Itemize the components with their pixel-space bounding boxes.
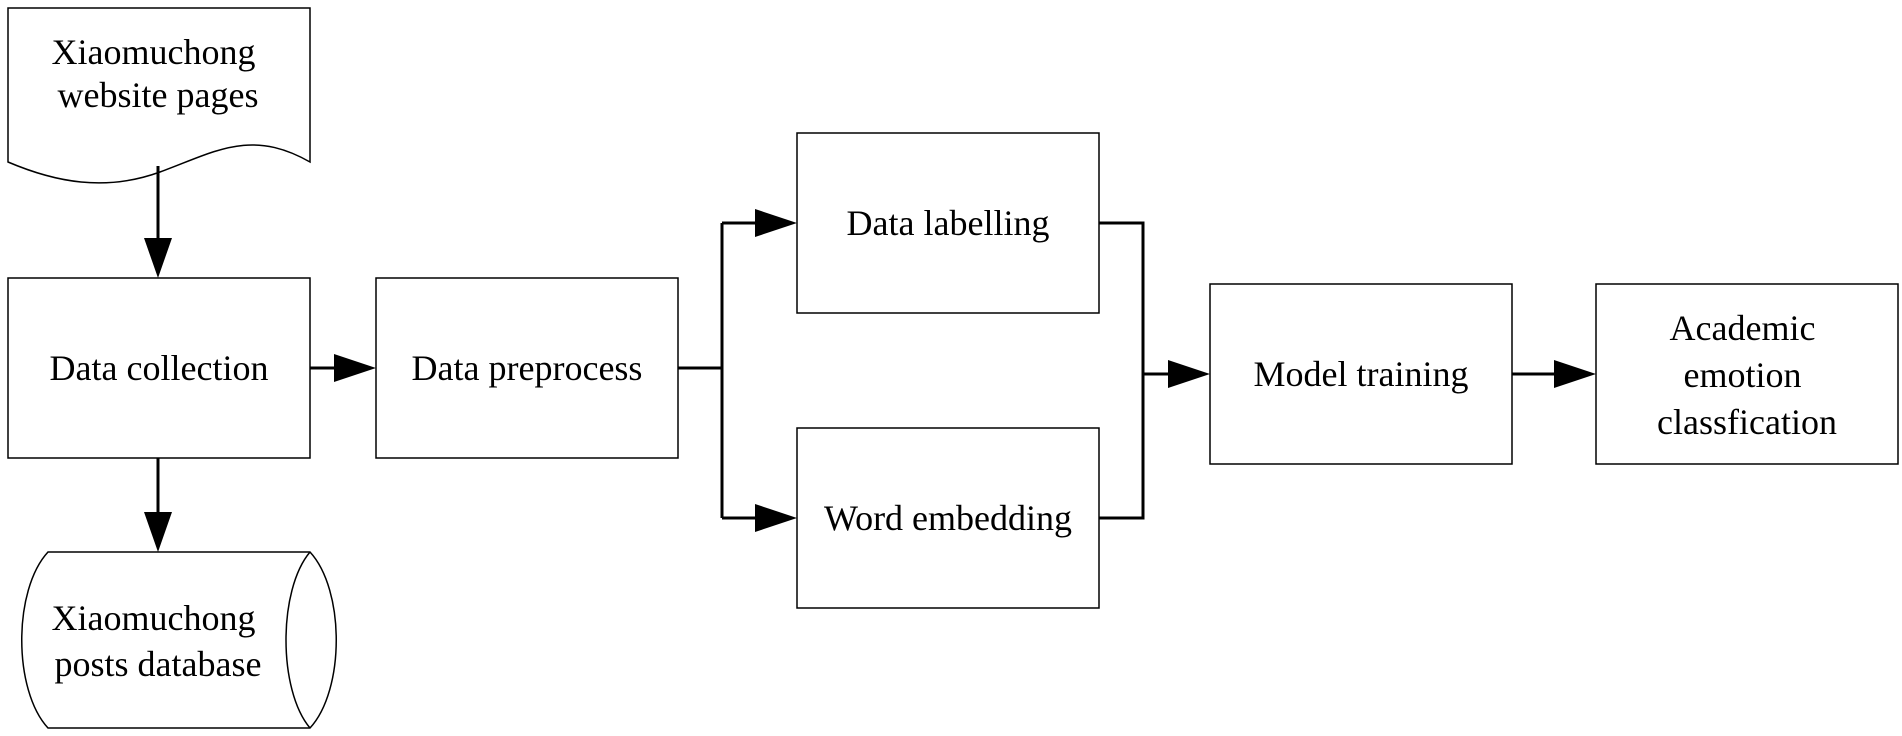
word-embedding-label-line: Word embedding	[824, 498, 1072, 538]
arrowhead-to-embedding	[755, 504, 797, 532]
model-training-box	[1209, 283, 1513, 465]
emotion-classification-label-line: emotion	[1684, 355, 1802, 395]
data-labelling-label-line: Data labelling	[847, 203, 1050, 243]
data-collection-label-line: Data collection	[50, 348, 269, 388]
data-labelling-label: Data labelling	[847, 203, 1050, 243]
arrowhead-to-classification	[1554, 360, 1596, 388]
website-pages-label-line: Xiaomuchong	[52, 32, 256, 72]
website-pages-label: Xiaomuchong website pages	[52, 32, 265, 115]
word-embedding-label: Word embedding	[824, 498, 1072, 538]
data-collection-box	[7, 277, 311, 459]
data-labelling-box	[796, 132, 1100, 314]
posts-database-label-line: Xiaomuchong	[52, 598, 256, 638]
emotion-classification-box	[1595, 283, 1899, 465]
website-pages-label-line: website pages	[58, 75, 259, 115]
arrowhead-to-labelling	[755, 209, 797, 237]
arrowhead-collection-to-database	[144, 512, 172, 552]
connector-embedding-to-merge	[1099, 374, 1145, 520]
emotion-classification-label-line: Academic	[1670, 308, 1816, 348]
word-embedding-box	[796, 427, 1100, 609]
emotion-classification-label: Academic emotion classfication	[1657, 308, 1837, 442]
connector-labelling-to-merge	[1099, 221, 1145, 374]
arrowhead-collection-to-preprocess	[334, 354, 376, 382]
arrowhead-to-training	[1168, 360, 1210, 388]
data-preprocess-label-line: Data preprocess	[412, 348, 643, 388]
posts-database-label: Xiaomuchong posts database	[52, 598, 265, 684]
data-preprocess-box	[375, 277, 679, 459]
data-collection-label: Data collection	[50, 348, 269, 388]
posts-database-shape	[21, 551, 337, 729]
data-preprocess-label: Data preprocess	[412, 348, 643, 388]
model-training-label-line: Model training	[1254, 354, 1469, 394]
arrowhead-pages-to-collection	[144, 238, 172, 278]
model-training-label: Model training	[1254, 354, 1469, 394]
posts-database-inner-curve	[285, 551, 311, 729]
website-pages-document-shape	[7, 7, 311, 184]
emotion-classification-label-line: classfication	[1657, 402, 1837, 442]
posts-database-label-line: posts database	[55, 644, 262, 684]
